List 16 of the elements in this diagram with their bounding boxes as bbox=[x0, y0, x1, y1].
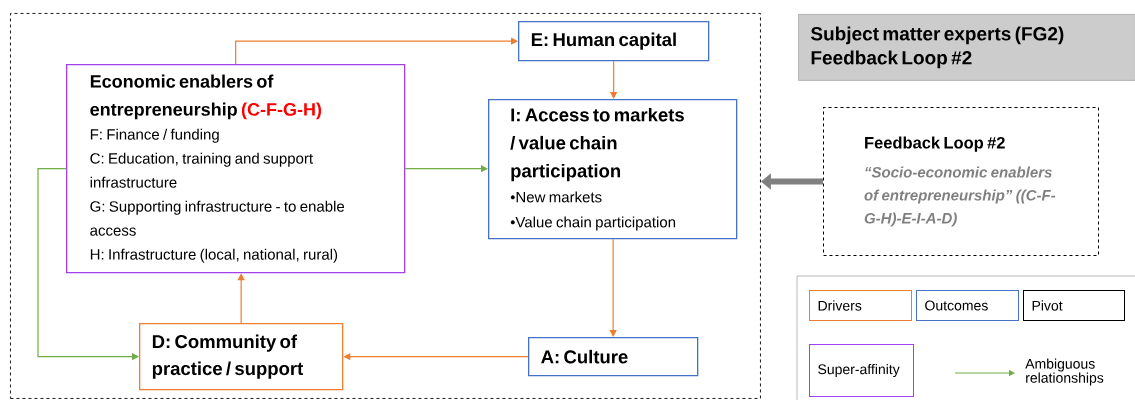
legend-key: Outcomes bbox=[916, 290, 1019, 321]
dashed-frame bbox=[10, 13, 761, 399]
arrow bbox=[609, 238, 617, 337]
legend-label: Ambiguous relationships bbox=[1025, 358, 1104, 386]
legend-key: Super-affinity bbox=[809, 344, 914, 397]
affinity-box: Economic enablers of entrepreneurship (C-F-G-H) F: Finance / funding C: Education, training and support infrastructure G: Supporting infrastructure - to enable access H: Infrastructure (local, national, rural) bbox=[66, 64, 406, 274]
outcome-box: I: Access to markets / value chain participation •New markets •Value chain participation bbox=[488, 99, 738, 240]
driver-box: D: Community of practice / support bbox=[139, 323, 344, 391]
legend-key: Pivot bbox=[1023, 290, 1125, 321]
outcome-box: E: Human capital bbox=[518, 21, 710, 62]
arrow bbox=[610, 60, 618, 99]
feedback-loop-box: Feedback Loop #2 “Socio-economic enablers of entrepreneurship” ((C-F-G-H)-E-I-A-D) bbox=[823, 107, 1099, 256]
legend-key: Drivers bbox=[809, 290, 912, 321]
outcome-box: A: Culture bbox=[528, 337, 699, 377]
arrow bbox=[235, 37, 518, 65]
title-banner: Subject matter experts (FG2) Feedback Loop #2 bbox=[798, 14, 1135, 81]
